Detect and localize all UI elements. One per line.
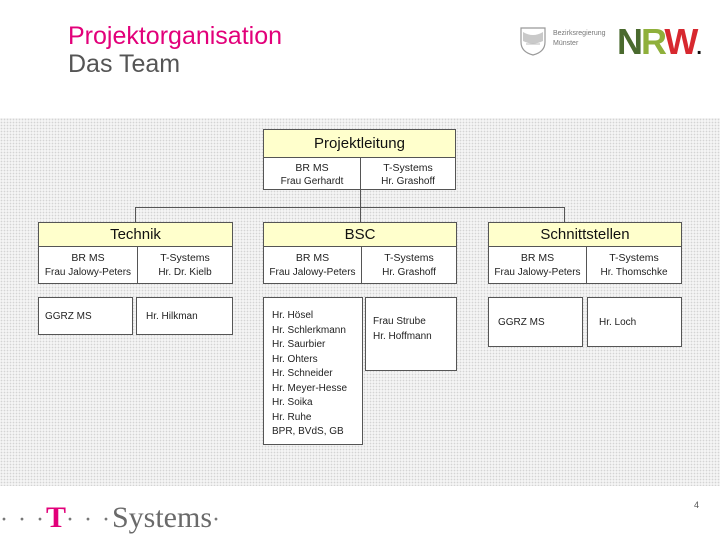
projektleitung-box: Projektleitung BR MS Frau Gerhardt T-Sys… xyxy=(263,129,456,190)
authority-label: Bezirksregierung Münster xyxy=(553,29,606,49)
team-member: Hr. Ruhe xyxy=(272,411,312,423)
projektleitung-col2-org: T-Systems xyxy=(383,162,433,174)
projektleitung-col1-org: BR MS xyxy=(295,162,329,174)
connector-horizontal xyxy=(135,207,565,208)
schnittstellen-col1-person: Frau Jalowy-Peters xyxy=(494,267,581,278)
technik-sub2-box: Hr. Hilkman xyxy=(136,297,233,335)
bsc-col2-person: Hr. Grashoff xyxy=(382,267,436,278)
connector-schnittstellen xyxy=(564,207,565,222)
technik-sub1: GGRZ MS xyxy=(45,311,92,322)
connector-technik xyxy=(135,207,136,222)
nrw-crest-icon xyxy=(520,27,546,56)
logo-dots-mid: · · · xyxy=(66,507,112,533)
authority-label-line2: Münster xyxy=(553,40,579,47)
technik-col1-person: Frau Jalowy-Peters xyxy=(44,267,132,278)
team-member: Hr. Soika xyxy=(272,397,313,408)
schnittstellen-title: Schnittstellen xyxy=(489,223,681,247)
tsystems-logo: · · ·T· · ·Systems· xyxy=(0,500,222,538)
projektleitung-col1-person: Frau Gerhardt xyxy=(280,176,344,187)
technik-sub2: Hr. Hilkman xyxy=(146,311,198,322)
technik-title: Technik xyxy=(39,223,232,247)
schnittstellen-col2-org: T-Systems xyxy=(609,252,659,264)
technik-sub1-box: GGRZ MS xyxy=(38,297,133,335)
schnittstellen-sub1-box: GGRZ MS xyxy=(488,297,583,347)
page-number: 4 xyxy=(694,500,700,510)
schnittstellen-sub1: GGRZ MS xyxy=(498,317,545,328)
authority-label-line1: Bezirksregierung xyxy=(553,30,606,37)
schnittstellen-col1-org: BR MS xyxy=(520,252,555,264)
nrw-logo: NRW. xyxy=(617,21,702,66)
team-member: Hr. Hoffmann xyxy=(373,330,432,342)
nrw-logo-dot: . xyxy=(696,37,701,59)
team-member: Hr. Ohters xyxy=(272,353,318,365)
page-title: Projektorganisation xyxy=(68,22,283,50)
team-member: Hr. Saurbier xyxy=(272,339,326,350)
nrw-logo-n: N xyxy=(617,21,643,62)
logo-dot-right: · xyxy=(212,507,223,533)
team-member: Hr. Hösel xyxy=(272,310,314,321)
projektleitung-divider xyxy=(360,158,361,190)
logo-systems: Systems xyxy=(111,501,213,534)
bsc-col2-org: T-Systems xyxy=(384,252,434,264)
connector-projektleitung-down xyxy=(360,190,361,222)
bsc-box: BSC BR MS Frau Jalowy-Peters T-Systems H… xyxy=(263,222,457,284)
bsc-divider xyxy=(361,247,362,284)
technik-box: Technik BR MS Frau Jalowy-Peters T-Syste… xyxy=(38,222,233,284)
technik-divider xyxy=(137,247,138,284)
projektleitung-col2-person: Hr. Grashoff xyxy=(381,176,435,187)
technik-col1-org: BR MS xyxy=(71,252,105,264)
bsc-col1-org: BR MS xyxy=(295,252,330,264)
logo-dots-left: · · · xyxy=(0,507,46,533)
nrw-logo-r: R xyxy=(641,21,666,62)
page-subtitle: Das Team xyxy=(68,50,181,78)
logo-t: T xyxy=(45,501,66,534)
team-member: Hr. Meyer-Hesse xyxy=(272,382,348,394)
bsc-col1-person: Frau Jalowy-Peters xyxy=(269,267,356,278)
schnittstellen-col2-person: Hr. Thomschke xyxy=(600,267,668,278)
schnittstellen-sub2-box: Hr. Loch xyxy=(587,297,682,347)
nrw-logo-w: W xyxy=(664,21,698,62)
schnittstellen-sub2: Hr. Loch xyxy=(599,317,637,328)
schnittstellen-divider xyxy=(586,247,587,284)
team-member: Frau Strube xyxy=(373,316,426,327)
team-member: Hr. Schlerkmann xyxy=(272,324,346,336)
technik-col2-org: T-Systems xyxy=(160,252,210,264)
projektleitung-title: Projektleitung xyxy=(264,130,455,158)
team-member: Hr. Schneider xyxy=(272,368,333,379)
technik-col2-person: Hr. Dr. Kielb xyxy=(158,267,212,278)
bsc-title: BSC xyxy=(264,223,456,247)
schnittstellen-box: Schnittstellen BR MS Frau Jalowy-Peters … xyxy=(488,222,682,284)
team-member: BPR, BVdS, GB xyxy=(272,426,344,437)
